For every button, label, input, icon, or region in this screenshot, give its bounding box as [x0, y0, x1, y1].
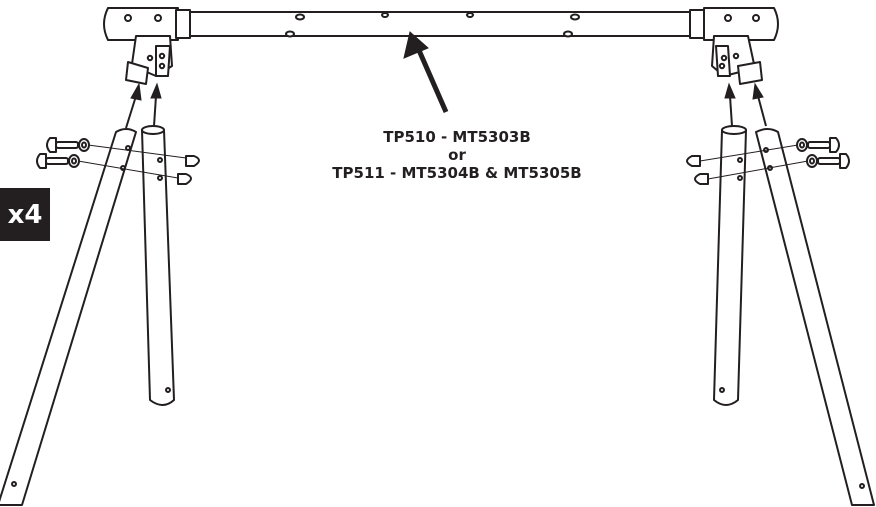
right-outer-leg — [755, 128, 875, 506]
part-label-line-1: TP510 - MT5303B — [383, 128, 531, 146]
assembly-lines — [77, 144, 809, 180]
beam-arrow — [403, 31, 449, 114]
right-inner-leg — [713, 125, 747, 406]
quantity-badge: x4 — [0, 188, 50, 241]
part-label-line-2: or — [448, 146, 466, 164]
left-inner-leg — [141, 125, 175, 406]
left-inner-leg-arrow — [150, 82, 162, 127]
right-inner-leg-arrow — [724, 82, 736, 127]
top-beam — [144, 11, 736, 38]
arrows — [125, 31, 767, 129]
left-corner-bracket — [103, 7, 191, 85]
right-outer-leg-arrow — [752, 82, 767, 127]
part-label-line-3: TP511 - MT5304B & MT5305B — [332, 164, 582, 182]
left-outer-leg — [0, 128, 137, 506]
left-outer-leg-arrow — [125, 82, 142, 129]
right-corner-bracket — [689, 7, 779, 85]
left-hardware — [36, 137, 200, 185]
